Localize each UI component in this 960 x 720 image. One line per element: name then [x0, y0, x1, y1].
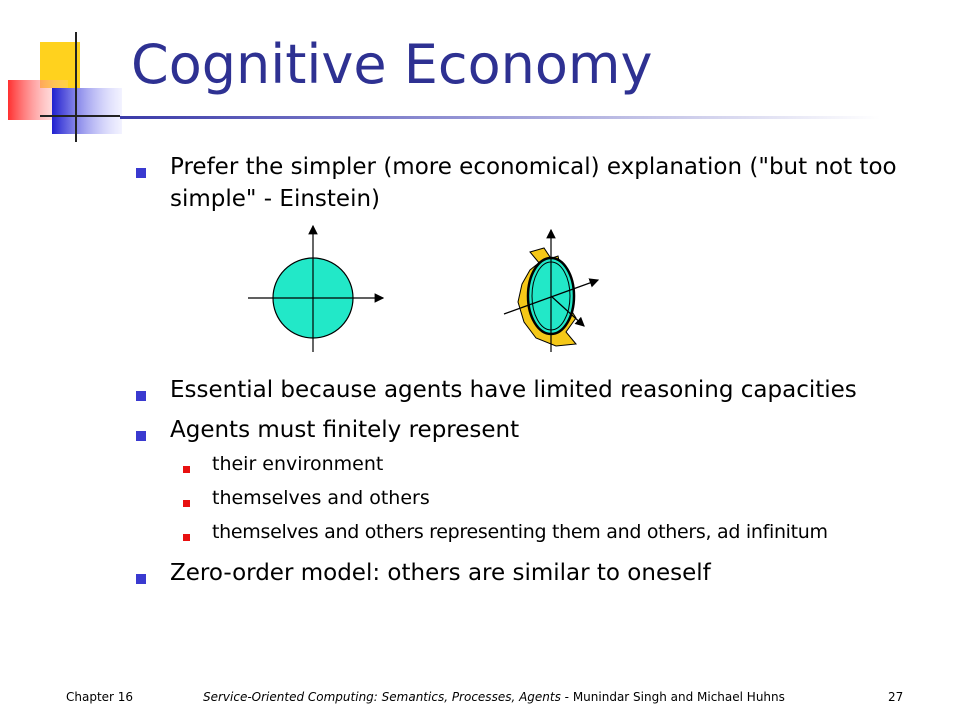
sub-bullet-text-1: their environment: [212, 453, 384, 475]
sub-bullet-marker: [183, 500, 190, 507]
bullet-marker: [136, 391, 146, 401]
footer-book-title: Service-Oriented Computing: Semantics, P…: [203, 690, 561, 704]
slide-title: Cognitive Economy: [131, 33, 653, 96]
bullet-text-3: Agents must finitely represent: [170, 417, 520, 443]
bullet-marker: [136, 574, 146, 584]
footer-authors: - Munindar Singh and Michael Huhns: [560, 690, 785, 704]
sub-bullet-marker: [183, 466, 190, 473]
cognitive-diagram: [248, 224, 600, 352]
footer-page-number: 27: [888, 690, 904, 704]
sub-bullet-marker: [183, 534, 190, 541]
complex-model-shape: [503, 228, 600, 352]
bullet-marker: [136, 431, 146, 441]
corner-logo-icon: [8, 32, 122, 142]
sub-bullet-text-3: themselves and others representing them …: [212, 521, 828, 543]
bullet-text-1: Prefer the simpler (more economical) exp…: [170, 154, 897, 212]
footer-citation: Service-Oriented Computing: Semantics, P…: [203, 690, 785, 704]
bullet-marker: [136, 168, 146, 178]
simple-model-circle: [248, 224, 385, 352]
footer-chapter: Chapter 16: [66, 690, 134, 704]
title-underline: [120, 116, 880, 119]
bullet-text-4: Zero-order model: others are similar to …: [170, 560, 711, 586]
bullet-text-2: Essential because agents have limited re…: [170, 377, 857, 403]
sub-bullet-text-2: themselves and others: [212, 487, 430, 509]
